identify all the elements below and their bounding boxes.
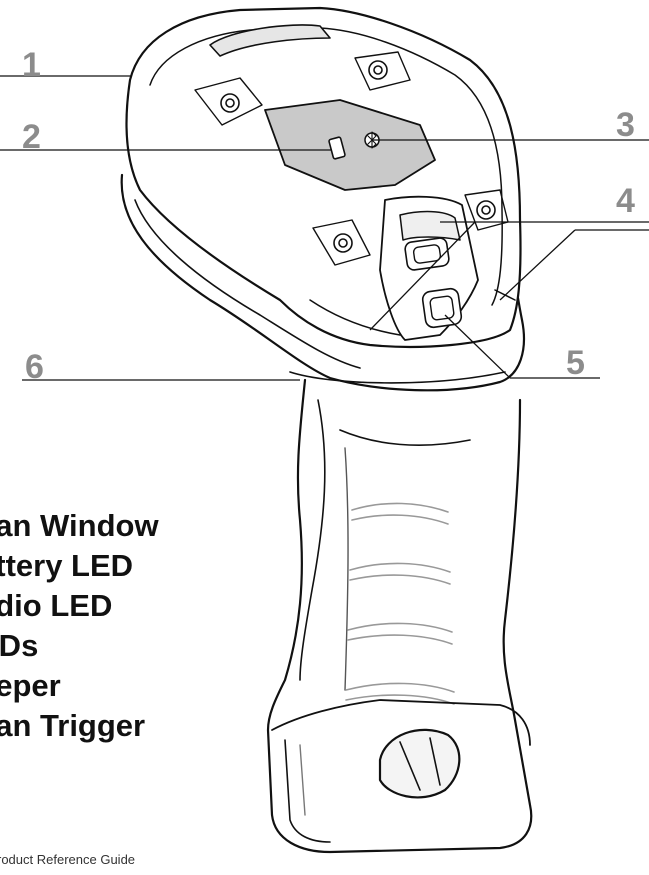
callout-3: 3 (616, 106, 635, 144)
legend-item-beeper: eeper (0, 668, 61, 703)
label-plate (264, 99, 436, 191)
leader-line-5a (444, 314, 511, 379)
leader-line-4d (499, 229, 576, 301)
callout-5: 5 (566, 344, 585, 382)
leds-window (399, 210, 461, 241)
legend-list: can Window attery LED adio LED EDs eeper… (0, 510, 159, 750)
legend-item-leds: EDs (0, 628, 39, 663)
legend-item-scan-window: can Window (0, 508, 159, 543)
callout-2: 2 (22, 118, 41, 156)
callout-1: 1 (22, 46, 41, 84)
legend-item-battery-led: attery LED (0, 548, 134, 583)
footer-guide-title: roduct Reference Guide (0, 852, 136, 867)
scan-window (209, 24, 331, 57)
leader-line-4c (369, 221, 476, 331)
callout-4: 4 (616, 182, 635, 220)
legend-item-scan-trigger: can Trigger (0, 708, 146, 743)
handle-outline (266, 378, 533, 854)
legend-item-radio-led: adio LED (0, 588, 113, 623)
callout-6: 6 (25, 348, 44, 386)
